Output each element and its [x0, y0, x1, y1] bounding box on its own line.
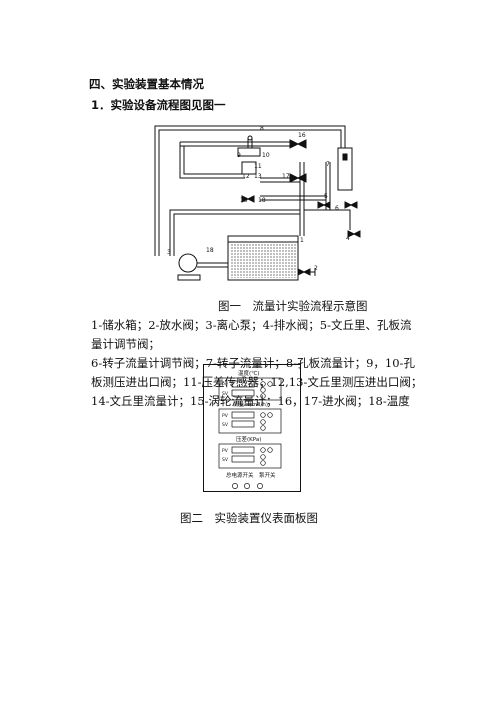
figure1-caption: 图一 流量计实验流程示意图 — [218, 299, 368, 313]
sv-label: SV — [222, 457, 229, 463]
pv-label: PV — [222, 382, 229, 388]
label-9: 9 — [237, 152, 241, 159]
legend-line-4: 板测压进出口阀；11-压差传感器；12,13-文丘里测压进出口阀； — [91, 375, 423, 389]
label-15: 15 — [240, 197, 248, 204]
label-10: 10 — [262, 152, 270, 159]
component-legend: 1-储水箱；2-放水阀；3-离心泵；4-排水阀；5-文丘里、孔板流 量计调节阀；… — [91, 316, 481, 411]
switch-label: 总电源开关 泵开关 — [226, 471, 276, 479]
temp-controller — [218, 377, 282, 401]
label-5: 5 — [324, 193, 328, 200]
legend-line-2: 量计调节阀； — [91, 337, 160, 351]
flow-controller — [218, 408, 282, 434]
label-1: 1 — [300, 237, 304, 244]
sv-label: SV — [222, 422, 229, 428]
figure2-caption: 图二 实验装置仪表面板图 — [180, 511, 318, 525]
label-11: 11 — [254, 163, 262, 170]
pv-label: PV — [222, 448, 229, 454]
label-13: 13 — [254, 173, 262, 180]
label-18: 18 — [258, 197, 266, 204]
pv-label: PV — [222, 413, 229, 419]
legend-line-5: 14-文丘里流量计；15-涡轮流量计；16，17-进水阀；18-温度 — [91, 394, 410, 408]
label-16: 16 — [298, 132, 306, 139]
legend-line-3: 6-转子流量计调节阀；7-转子流量计；8-孔板流量计；9，10-孔 — [91, 356, 415, 370]
label-17: 17 — [282, 173, 290, 180]
flow-process-diagram: 8 16 9 10 11 12 13 7 17 15 18 5 6 4 3 18… — [154, 125, 361, 281]
label-12: 12 — [242, 173, 250, 180]
pressure-label: 压差(KPa) — [236, 435, 261, 443]
pump-switch-icon[interactable] — [257, 483, 263, 489]
label-6: 6 — [335, 205, 339, 212]
temp-label: 温度(℃) — [238, 369, 259, 377]
legend-line-1: 1-储水箱；2-放水阀；3-离心泵；4-排水阀；5-文丘里、孔板流 — [91, 318, 412, 332]
instrument-panel-diagram: 温度(℃) 流量 (m3/h) 压差(KPa) 总电源开关 泵开关 — [203, 364, 301, 492]
subsection-heading: 1．实验设备流程图见图一 — [91, 98, 226, 112]
label-18b: 18 — [206, 247, 214, 254]
sv-label: SV — [222, 391, 229, 397]
label-2: 2 — [314, 265, 318, 272]
label-7: 7 — [326, 161, 330, 168]
label-3: 3 — [167, 249, 171, 256]
section-heading: 四、实验装置基本情况 — [89, 77, 204, 91]
switch-icon-2[interactable] — [244, 483, 250, 489]
flow-label: 流量 (m3/h) — [233, 400, 268, 408]
label-8: 8 — [260, 125, 264, 132]
pressure-controller — [218, 443, 282, 469]
label-4: 4 — [346, 235, 350, 242]
power-switch-icon[interactable] — [232, 483, 238, 489]
